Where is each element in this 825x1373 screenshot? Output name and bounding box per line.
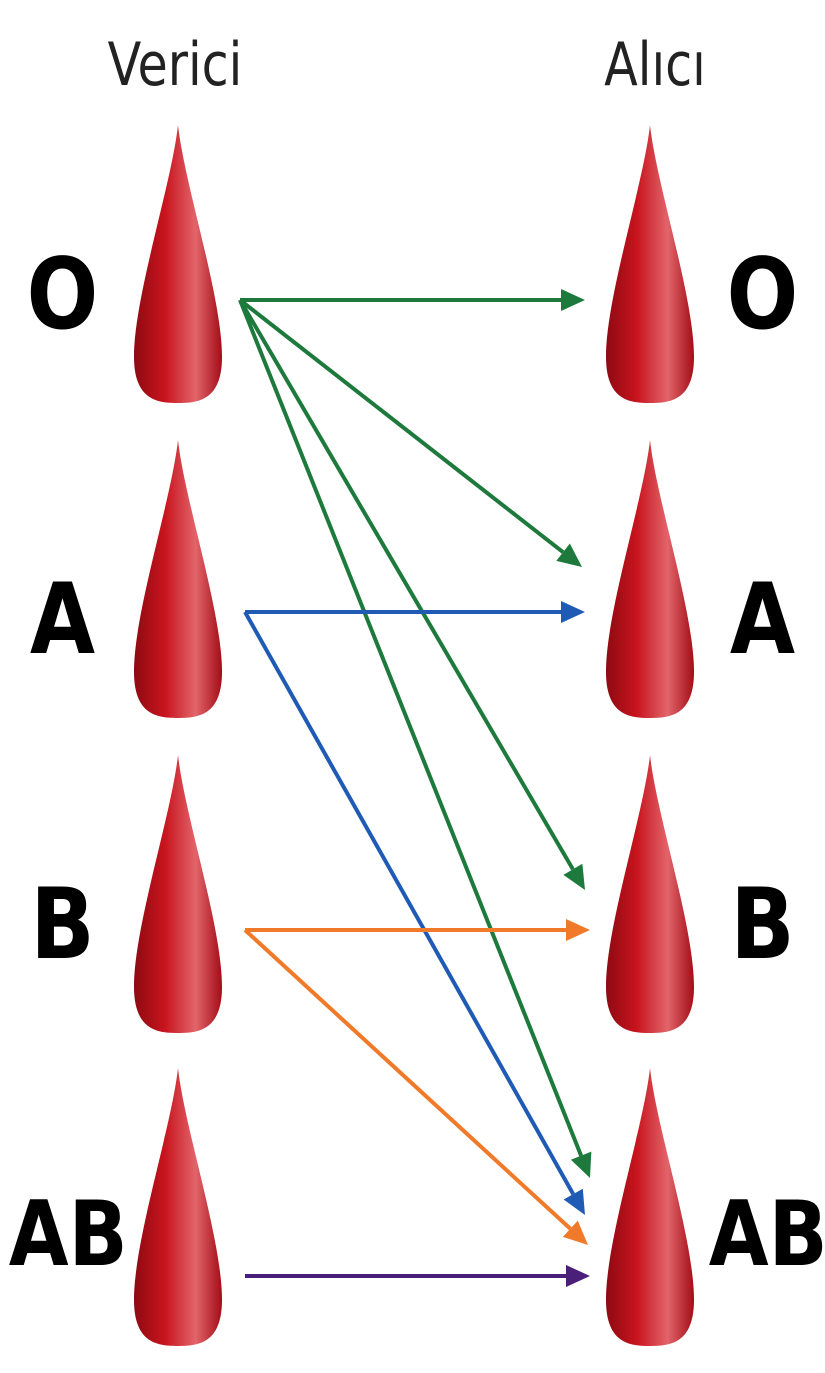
donor-type-o: O: [26, 238, 99, 352]
arrow-ab-to-ab: [245, 1265, 590, 1287]
arrow-head: [563, 1188, 585, 1215]
arrow-head: [566, 919, 590, 941]
arrow-line: [243, 611, 575, 1196]
recipient-type-b: B: [730, 868, 795, 982]
arrow-b-to-ab: [243, 928, 588, 1245]
arrow-head: [570, 1151, 592, 1178]
donor-type-b: B: [30, 868, 95, 982]
arrow-head: [563, 863, 585, 890]
donor-type-a: A: [29, 563, 96, 677]
compatibility-arrows: [238, 289, 592, 1287]
arrow-o-to-ab: [238, 299, 592, 1178]
arrow-o-to-o: [240, 289, 585, 311]
arrow-line: [238, 299, 583, 1157]
recipient-type-o: O: [726, 238, 799, 352]
arrow-b-to-b: [245, 919, 590, 941]
blood-drops: [134, 125, 694, 1346]
arrow-head: [561, 601, 585, 623]
recipient-drop-ab-icon: [606, 1068, 694, 1346]
arrow-line: [238, 298, 565, 554]
arrow-line: [243, 928, 572, 1231]
arrow-a-to-ab: [243, 611, 585, 1215]
arrow-head: [562, 1220, 588, 1245]
arrow-o-to-a: [238, 298, 582, 567]
arrow-a-to-a: [245, 601, 585, 623]
recipient-drop-b-icon: [606, 755, 694, 1033]
recipient-header: Alıcı: [604, 30, 706, 100]
donor-header: Verici: [107, 30, 243, 100]
arrow-head: [566, 1265, 590, 1287]
donor-drop-a-icon: [134, 440, 222, 718]
donor-drop-b-icon: [134, 755, 222, 1033]
arrow-o-to-b: [238, 298, 585, 890]
arrow-head: [556, 543, 582, 567]
recipient-type-ab: AB: [708, 1182, 825, 1287]
recipient-drop-o-icon: [606, 125, 694, 403]
donor-drop-ab-icon: [134, 1068, 222, 1346]
arrow-head: [561, 289, 585, 311]
recipient-type-a: A: [729, 563, 796, 677]
arrow-line: [238, 298, 575, 871]
donor-drop-o-icon: [134, 125, 222, 403]
recipient-drop-a-icon: [606, 440, 694, 718]
donor-type-ab: AB: [8, 1182, 128, 1287]
